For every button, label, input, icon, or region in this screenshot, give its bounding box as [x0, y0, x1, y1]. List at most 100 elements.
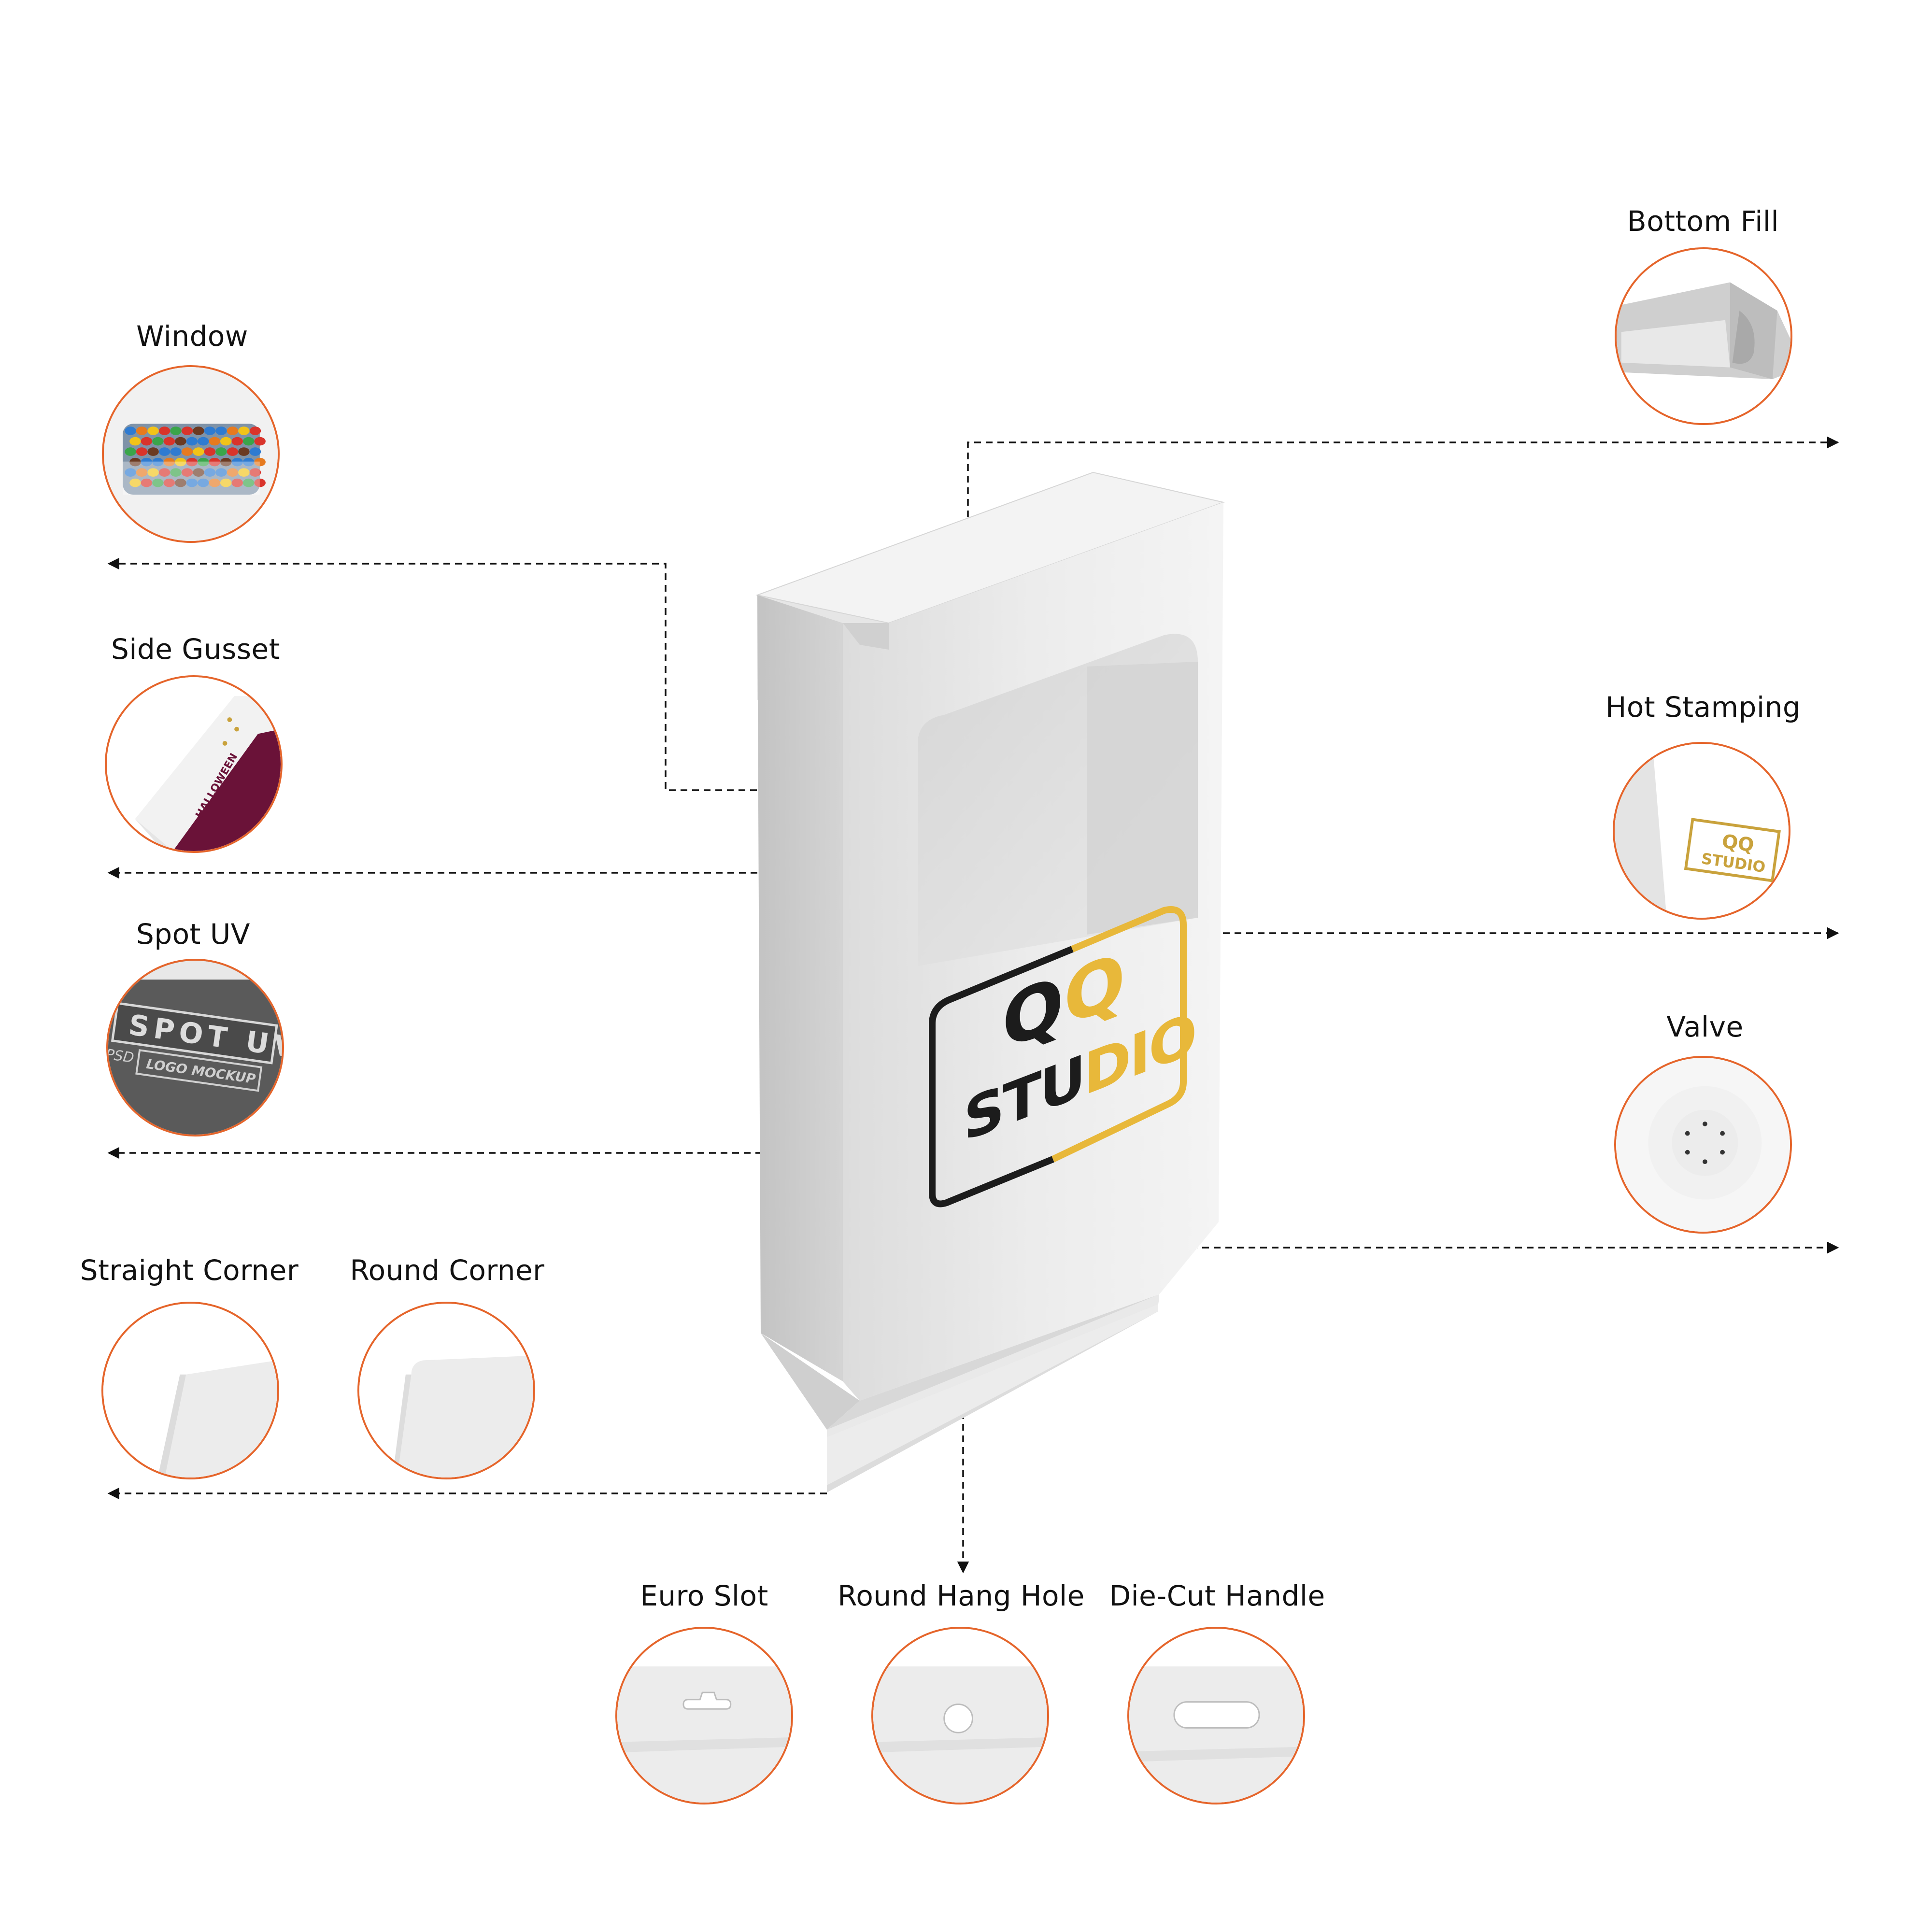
candy-piece — [136, 447, 148, 456]
candy-piece — [193, 447, 204, 456]
candy-piece — [227, 426, 239, 435]
spot-uv-thumbnail: SPOT UV PSD LOGO MOCKUP — [106, 959, 284, 1136]
round-hang-hole-image — [873, 1629, 1047, 1803]
bottom-fill-connector — [967, 436, 1839, 529]
label-spot-uv: Spot UV — [136, 918, 250, 951]
hot-stamp-qq: QQ — [1720, 831, 1755, 857]
candy-piece — [227, 468, 239, 477]
candy-piece — [249, 426, 261, 435]
candy-piece — [175, 437, 186, 446]
bottom-fill-thumbnail — [1615, 247, 1792, 425]
candy-piece — [163, 437, 175, 446]
candy-piece — [215, 447, 227, 456]
candy-piece — [152, 437, 164, 446]
candy-piece — [141, 478, 153, 487]
candy-piece — [186, 457, 198, 467]
label-valve: Valve — [1666, 1010, 1744, 1043]
euro-slot-image — [617, 1629, 791, 1803]
candy-piece — [152, 457, 164, 467]
candy-piece — [249, 468, 261, 477]
candy-piece — [186, 478, 198, 487]
label-round-hang-hole: Round Hang Hole — [838, 1579, 1085, 1612]
label-straight-corner: Straight Corner — [80, 1254, 299, 1287]
candy-piece — [231, 478, 243, 487]
candy-piece — [215, 426, 227, 435]
candy-piece — [158, 447, 170, 456]
candy-piece — [147, 426, 159, 435]
candy-piece — [125, 468, 136, 477]
candy-piece — [141, 437, 153, 446]
candy-piece — [242, 457, 255, 467]
candy-piece — [136, 468, 148, 477]
candy-piece — [175, 457, 186, 467]
candy-piece — [170, 468, 182, 477]
candy-piece — [125, 426, 136, 435]
label-window: Window — [136, 320, 248, 353]
valve-image — [1616, 1058, 1790, 1232]
round-hang-hole-thumbnail — [871, 1627, 1049, 1804]
label-side-gusset: Side Gusset — [111, 633, 280, 666]
candy-piece — [158, 468, 170, 477]
spot-uv-image: SPOT UV PSD LOGO MOCKUP — [108, 961, 282, 1135]
hot-stamping-thumbnail: QQ STUDIO — [1613, 742, 1790, 920]
candy-piece — [186, 437, 198, 446]
candy-piece — [181, 426, 193, 435]
label-hot-stamping: Hot Stamping — [1605, 691, 1801, 724]
candy-piece — [181, 447, 193, 456]
candy-piece — [198, 478, 209, 487]
candy-piece — [198, 457, 209, 467]
candy-piece — [158, 426, 170, 435]
candy-piece — [231, 437, 243, 446]
candy-piece — [136, 426, 148, 435]
window-thumbnail — [102, 365, 280, 543]
euro-slot-thumbnail — [615, 1627, 793, 1804]
candy-piece — [198, 437, 209, 446]
candy-piece — [220, 478, 232, 487]
candy-piece — [163, 478, 175, 487]
candy-piece — [193, 426, 204, 435]
die-cut-handle-thumbnail — [1127, 1627, 1305, 1804]
candy-piece — [204, 468, 216, 477]
candy-piece — [254, 457, 266, 467]
hot-stamping-image: QQ STUDIO — [1615, 744, 1789, 918]
candy-piece — [209, 437, 221, 446]
label-round-corner: Round Corner — [350, 1254, 545, 1287]
candy-piece — [220, 437, 232, 446]
candy-piece — [215, 468, 227, 477]
candy-piece — [220, 457, 232, 467]
candy-piece — [254, 437, 266, 446]
die-cut-handle-image — [1129, 1629, 1303, 1803]
candy-piece — [209, 457, 221, 467]
window-candy-image — [104, 367, 278, 541]
candy-piece — [170, 426, 182, 435]
candy-piece — [181, 468, 193, 477]
logo-q-dark: Q — [1002, 959, 1064, 1067]
side-gusset-panel — [757, 595, 843, 1381]
candy-piece — [249, 447, 261, 456]
label-die-cut-handle: Die-Cut Handle — [1109, 1579, 1325, 1612]
candy-piece — [242, 437, 255, 446]
candy-piece — [175, 478, 186, 487]
logo-q-gold: Q — [1064, 936, 1126, 1044]
candy-piece — [152, 478, 164, 487]
straight-corner-image — [103, 1304, 277, 1477]
side-gusset-thumbnail: HALLOWEEN — [105, 675, 283, 853]
candy-piece — [129, 437, 141, 446]
candy-piece — [238, 426, 250, 435]
logo-stu-dark: STU — [964, 1042, 1084, 1155]
candy-piece — [231, 457, 243, 467]
candy-piece — [254, 478, 266, 487]
candy-piece — [238, 447, 250, 456]
candy-piece — [204, 447, 216, 456]
side-gusset-image: HALLOWEEN — [107, 677, 281, 851]
round-corner-thumbnail — [357, 1302, 535, 1479]
candy-piece — [204, 426, 216, 435]
candy-piece — [163, 457, 175, 467]
candy-piece — [238, 468, 250, 477]
candy-piece — [147, 468, 159, 477]
label-bottom-fill: Bottom Fill — [1627, 205, 1779, 238]
label-euro-slot: Euro Slot — [640, 1579, 768, 1612]
candy-piece — [170, 447, 182, 456]
